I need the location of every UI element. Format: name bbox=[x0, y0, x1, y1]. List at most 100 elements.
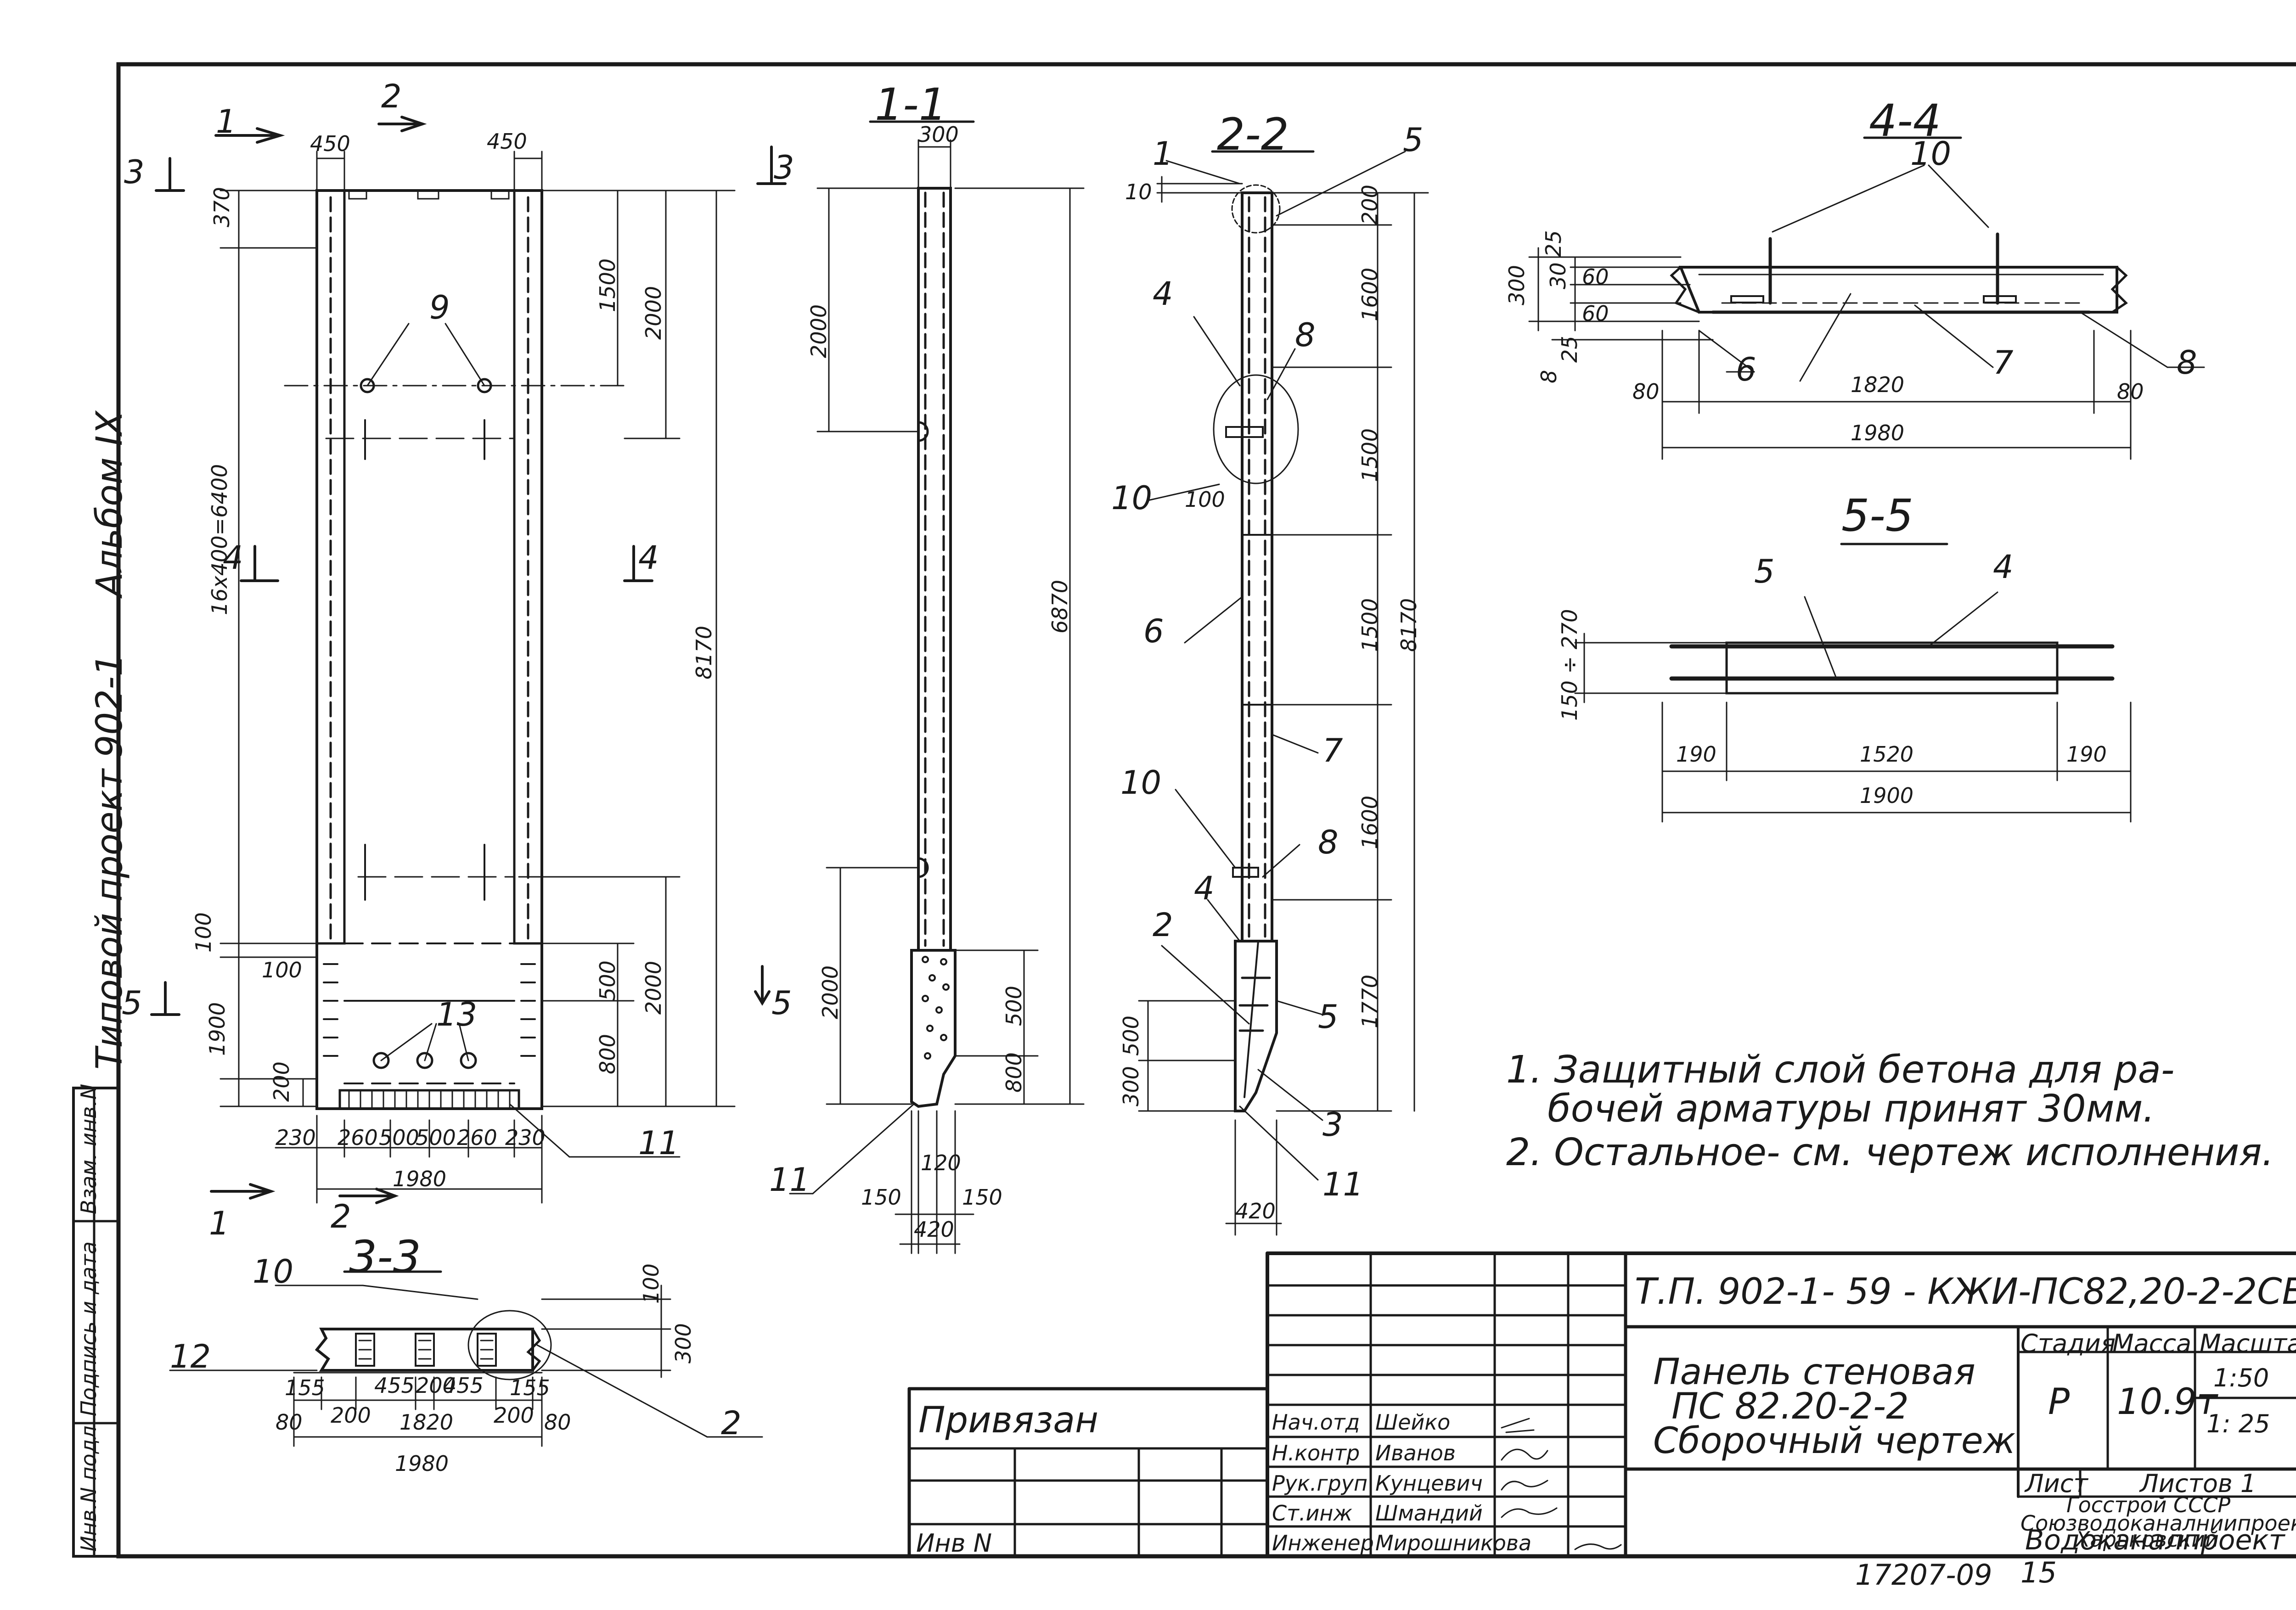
marker-5-right: 5 bbox=[771, 984, 792, 1022]
marker-4-left: 4 bbox=[223, 539, 243, 577]
dim-1600-s22-top: 1600 bbox=[1357, 267, 1382, 321]
position-13: 13 bbox=[436, 996, 478, 1033]
dim-200-s22: 200 bbox=[1357, 185, 1382, 225]
marker-1-top: 1 bbox=[216, 103, 236, 140]
dim-200-s33-left: 200 bbox=[331, 1403, 371, 1428]
note-line-3: 2. Остальное- см. чертеж исполнения. bbox=[1506, 1131, 2274, 1174]
dim-100-s33: 100 bbox=[639, 1263, 664, 1304]
position-11-main: 11 bbox=[638, 1124, 680, 1162]
marker-3-left: 3 bbox=[124, 153, 145, 191]
dim-1980-s33: 1980 bbox=[395, 1451, 449, 1476]
scale-1-25: 1: 25 bbox=[2206, 1409, 2270, 1438]
marker-3-right: 3 bbox=[774, 149, 794, 186]
dim-80-s44-right: 80 bbox=[2117, 379, 2144, 404]
marker-5-left: 5 bbox=[122, 984, 142, 1022]
dim-500-main: 500 bbox=[595, 960, 620, 1001]
main-elevation bbox=[150, 116, 787, 1204]
position-4-s22-bottom: 4 bbox=[1194, 870, 1215, 907]
position-5-s22-top: 5 bbox=[1403, 121, 1424, 159]
dim-6870-s11: 6870 bbox=[1047, 579, 1072, 634]
dim-455-s33-right: 455 bbox=[443, 1373, 484, 1398]
dim-150-270-s55: 150 ÷ 270 bbox=[1557, 609, 1582, 721]
section-1-1-linework bbox=[789, 120, 1085, 1254]
position-11-s22: 11 bbox=[1322, 1166, 1364, 1203]
dim-200-s33-mid: 200 bbox=[416, 1373, 456, 1398]
dim-8-s44: 8 bbox=[1536, 370, 1561, 383]
org-line-3: Харьковский bbox=[2076, 1527, 2219, 1552]
dim-1500-s22-top: 1500 bbox=[1357, 428, 1382, 482]
position-6-s22: 6 bbox=[1143, 612, 1164, 650]
position-3-s22: 3 bbox=[1322, 1106, 1343, 1144]
position-8-s44: 8 bbox=[2177, 344, 2197, 381]
dim-80-s44-left: 80 bbox=[1632, 379, 1660, 404]
title-line-1: Панель стеновая bbox=[1653, 1352, 1975, 1393]
header-mass: Масса bbox=[2112, 1329, 2192, 1358]
position-2-s33: 2 bbox=[721, 1404, 742, 1442]
footer-number: 17207-09 bbox=[1855, 1558, 1992, 1592]
dim-190-s55-right: 190 bbox=[2066, 742, 2107, 767]
org-line-1: Госстрой СССР bbox=[2066, 1492, 2231, 1517]
dim-2000-bottom: 2000 bbox=[641, 960, 666, 1015]
side-stamp-sign: Подпись и дата bbox=[76, 1241, 101, 1416]
dim-200-s33-right: 200 bbox=[494, 1403, 534, 1428]
dim-2000-s11-bottom: 2000 bbox=[818, 965, 843, 1019]
dim-230-right: 230 bbox=[505, 1125, 546, 1150]
note-line-2: бочей арматуры принят 30мм. bbox=[1548, 1087, 2155, 1131]
stage-value: Р bbox=[2048, 1381, 2070, 1423]
dim-500-s11: 500 bbox=[1002, 986, 1026, 1026]
dim-450-left: 450 bbox=[310, 131, 350, 156]
dim-80-s33-right: 80 bbox=[544, 1410, 571, 1435]
position-4-s22-top: 4 bbox=[1153, 275, 1173, 313]
name-3: Кунцевич bbox=[1375, 1471, 1483, 1496]
header-stage: Стадия bbox=[2020, 1329, 2116, 1358]
dim-500-a: 500 bbox=[379, 1125, 419, 1150]
position-7-s22: 7 bbox=[1322, 732, 1343, 769]
position-12-s33: 12 bbox=[170, 1338, 211, 1375]
dim-800-main: 800 bbox=[595, 1034, 620, 1074]
note-line-1: 1. Защитный слой бетона для ра- bbox=[1506, 1048, 2175, 1092]
section-4-4-linework bbox=[1528, 136, 2205, 460]
role-4: Ст.инж bbox=[1272, 1501, 1352, 1526]
section-2-2-title: 2-2 bbox=[1217, 109, 1289, 160]
title-line-3: Сборочный чертеж bbox=[1653, 1420, 2015, 1462]
dim-155-s33-left: 155 bbox=[285, 1375, 325, 1400]
marker-4-right: 4 bbox=[638, 539, 659, 577]
dim-8170-s22: 8170 bbox=[1396, 598, 1421, 652]
title-block-lines bbox=[907, 1251, 2296, 1558]
dim-8170-main: 8170 bbox=[692, 625, 716, 679]
dim-260-right: 260 bbox=[457, 1125, 497, 1150]
position-8-s22-bottom: 8 bbox=[1318, 824, 1339, 861]
dim-500-b: 500 bbox=[416, 1125, 456, 1150]
dim-230-left: 230 bbox=[276, 1125, 316, 1150]
dim-25-s44-top: 25 bbox=[1541, 230, 1566, 257]
dim-1770-s22: 1770 bbox=[1357, 974, 1382, 1028]
section-2-2-linework bbox=[1138, 150, 1429, 1236]
dim-300-s33: 300 bbox=[671, 1323, 696, 1363]
section-4-4-title: 4-4 bbox=[1869, 95, 1941, 146]
dim-2000-top: 2000 bbox=[641, 286, 666, 340]
name-2: Иванов bbox=[1375, 1441, 1456, 1465]
sheet-label: Лист bbox=[2025, 1469, 2088, 1498]
position-2-s22: 2 bbox=[1153, 906, 1173, 944]
inv-label: Инв N bbox=[916, 1529, 992, 1558]
dim-420-s22: 420 bbox=[1235, 1199, 1276, 1223]
dim-6400: 16x400=6400 bbox=[207, 464, 232, 615]
org-line-4: Водоканалпроект bbox=[2025, 1524, 2285, 1556]
dim-1820-s44: 1820 bbox=[1851, 372, 1905, 397]
dim-1600-s22-bottom: 1600 bbox=[1357, 795, 1382, 849]
sheet-frame bbox=[116, 62, 2296, 1559]
dim-155-s33-right: 155 bbox=[510, 1375, 550, 1400]
role-5: Инженер bbox=[1272, 1531, 1374, 1555]
dim-100-s22: 100 bbox=[1185, 487, 1225, 512]
dim-100-low: 100 bbox=[262, 958, 302, 982]
side-stamp-replace: Взам. инв.N bbox=[76, 1083, 101, 1214]
dim-80-s33-left: 80 bbox=[276, 1410, 303, 1435]
section-5-5-title: 5-5 bbox=[1841, 490, 1913, 541]
section-3-3-linework bbox=[169, 1270, 763, 1447]
dim-370: 370 bbox=[209, 187, 234, 227]
org-line-2: Союзводоканалниипроект bbox=[2020, 1511, 2296, 1536]
header-scale: Масштаб bbox=[2200, 1329, 2296, 1358]
dim-1500-s22-bottom: 1500 bbox=[1357, 598, 1382, 652]
